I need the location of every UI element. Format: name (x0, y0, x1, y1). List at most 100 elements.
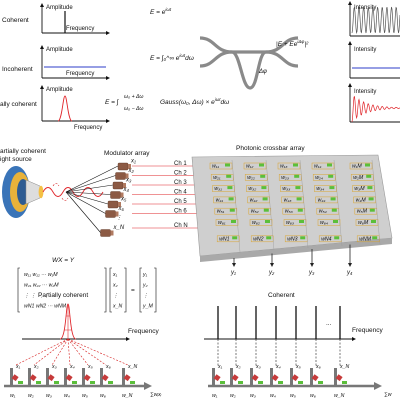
x-label: x₅ (295, 364, 301, 370)
crossbar-cell (283, 219, 307, 226)
eq-partial: E = ∫ ω₀ + Δω ω₀ − Δω Gauss(ω₀, Δω) × ei… (105, 94, 229, 112)
y-vector-entry: ⋮ (143, 293, 148, 299)
crossbar-cell (215, 219, 239, 226)
chip-edge (200, 238, 392, 262)
weight-label: w₁ (10, 393, 16, 399)
bus-arrow (374, 382, 382, 390)
crossbar-cell (243, 162, 267, 170)
weight-label: w₆M (358, 220, 369, 226)
source-label-line1: artially coherent (0, 148, 46, 155)
axis-intensity: Intensity (354, 5, 376, 11)
weight-label: w₂ (28, 393, 34, 399)
phase-element (328, 174, 334, 178)
sum-label: ∑wᵢxᵢ (150, 392, 162, 398)
svg-text:=: = (131, 287, 135, 294)
output-label: y₄ (346, 270, 353, 276)
crossbar-cell (350, 174, 374, 181)
phase-element (229, 208, 235, 212)
weight-label: w₅ (82, 393, 88, 399)
weight-label: w₃ (250, 393, 256, 399)
phase-element (278, 381, 283, 384)
phase-element (238, 381, 243, 384)
phase-element (266, 236, 272, 240)
axis-frequency: Frequency (74, 125, 102, 131)
fan-dashed (67, 338, 129, 366)
x-label: x₆ (105, 364, 112, 370)
phase-element (318, 381, 323, 384)
crossbar-cell (210, 174, 234, 181)
weight-label: w₄ (270, 393, 276, 399)
channel-label: Ch 2 (174, 170, 187, 176)
phase-element (54, 381, 59, 384)
weight-label: w₄₃ (284, 197, 292, 203)
phase-element (329, 186, 335, 190)
fan-line (65, 184, 114, 193)
phase-element (36, 381, 41, 384)
x-label: x₃ (125, 178, 132, 184)
x-label: x₄ (123, 187, 130, 193)
spectrum-panel-coherent: Coherent Amplitude Frequency (2, 3, 110, 35)
crossbar-cell (314, 185, 337, 192)
phase-element (225, 163, 230, 167)
weight-label: w₆₁ (218, 220, 226, 226)
x-label: x₂ (33, 364, 39, 370)
svg-text:ω₀ − Δω: ω₀ − Δω (124, 106, 143, 112)
modulator-element (47, 374, 55, 382)
crossbar-cell (352, 185, 375, 192)
weight-label: w_N (122, 393, 133, 399)
x-label: ⋮ (116, 215, 122, 222)
light-beam (42, 187, 104, 197)
bus-arrow (144, 382, 152, 390)
cell-post (290, 368, 293, 386)
matrix-row: w₁₁ w₁₂ ··· w₁M (24, 272, 58, 278)
phase-element (369, 208, 375, 212)
phase-element (108, 381, 113, 384)
weight-label: w₆₄ (320, 220, 328, 226)
channel-label: Ch 5 (174, 199, 187, 205)
weight-label: w₅₂ (251, 209, 259, 215)
phase-element (231, 220, 236, 223)
fan-dashed (67, 338, 71, 366)
crossbar-title: Photonic crossbar array (236, 145, 305, 152)
channel-label: Ch 3 (174, 180, 187, 186)
phase-element (330, 197, 336, 201)
column-waveguide (231, 159, 241, 253)
phase-element (372, 236, 378, 240)
cell-post (28, 368, 31, 386)
column-waveguide (333, 159, 343, 247)
weight-label: w₅₁ (217, 209, 225, 215)
axis-frequency: Frequency (66, 26, 94, 32)
phase-element (300, 236, 306, 240)
intensity-panel-coherent: Intensity (348, 1, 400, 37)
x-label: x₂ (128, 168, 135, 174)
phase-element (295, 186, 301, 190)
phase-element (261, 186, 267, 190)
x-label: x₅ (87, 364, 93, 370)
weight-label: wNM (359, 236, 371, 242)
source-label-line2: ight source (0, 156, 32, 163)
fan-line (65, 191, 109, 205)
x-vector-entry: ⋮ (113, 293, 118, 299)
x-label: x₆ (118, 206, 125, 212)
modulator-element (335, 374, 343, 382)
x-label: x₁ (217, 364, 223, 370)
phase-element (227, 186, 233, 190)
weight-label: w₃₁ (214, 186, 222, 192)
modulator-side (118, 202, 121, 207)
phase-element (371, 220, 376, 223)
weight-label: w₁₁ (212, 164, 219, 170)
x-label: x₂ (235, 364, 241, 370)
weight-label: w₄M (356, 197, 367, 203)
label-incoherent: Incoherent (2, 66, 33, 73)
modulator-side (120, 192, 124, 198)
modulator-element (123, 374, 131, 382)
weight-label: w₆ (310, 393, 317, 399)
channel-label: Ch 4 (174, 189, 187, 195)
crossbar-cell (209, 162, 233, 170)
svg-text:ω₀ + Δω: ω₀ + Δω (124, 94, 143, 100)
modulator (112, 181, 124, 190)
x-label: x₅ (120, 197, 127, 203)
